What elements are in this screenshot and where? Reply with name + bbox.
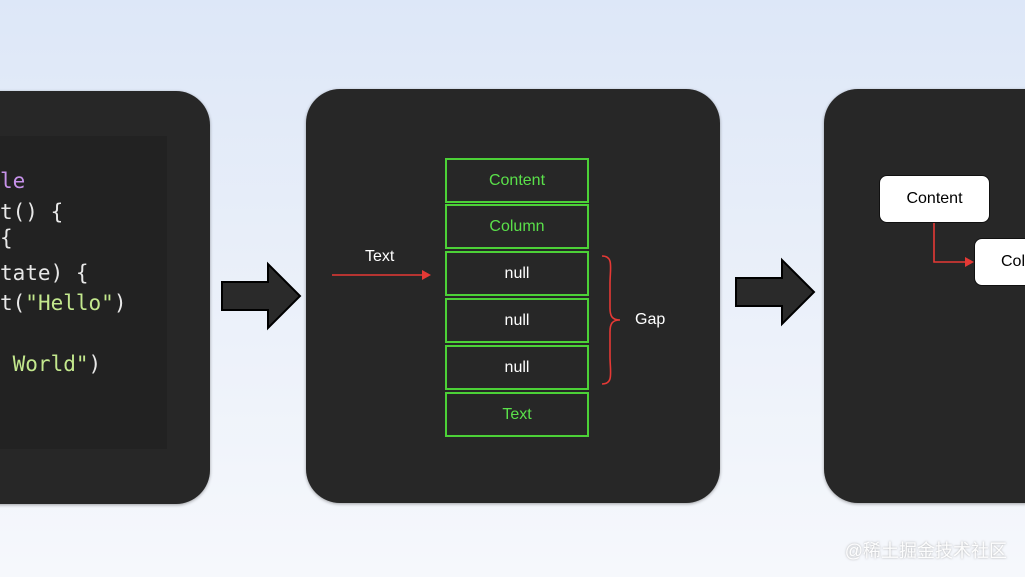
tree-node-content: Content — [879, 175, 990, 223]
stack-cell-null: null — [445, 345, 589, 390]
gap-label: Gap — [635, 311, 666, 328]
code-line-6: World") — [0, 352, 102, 376]
code-line-3: { — [0, 226, 13, 250]
code-keyword: le — [0, 169, 26, 193]
stack-cell-content: Content — [445, 158, 589, 203]
code-text: t( — [0, 291, 26, 315]
code-line-5: t("Hello") — [0, 291, 126, 315]
code-panel: le t() { { tate) { t("Hello") World") — [0, 91, 210, 504]
stack-cell-null: null — [445, 298, 589, 343]
stack-cell-column: Column — [445, 204, 589, 249]
right-arrow-icon — [221, 261, 302, 331]
right-arrow-icon — [735, 257, 816, 327]
tree-panel — [824, 89, 1025, 503]
watermark: @稀土掘金技术社区 — [844, 541, 1007, 561]
tree-node-column: Col — [974, 238, 1025, 286]
tree-connector-icon — [933, 223, 974, 267]
stack-cell-null: null — [445, 251, 589, 296]
code-text: ) — [88, 352, 102, 376]
gap-brace-icon — [601, 255, 621, 385]
code-text: ) — [113, 291, 127, 315]
code-line-2: t() { — [0, 200, 63, 224]
code-text: tate) { — [0, 261, 89, 285]
incoming-label: Text — [365, 248, 395, 265]
tree-node-label: Col — [1001, 253, 1025, 270]
tree-node-label: Content — [906, 190, 963, 207]
incoming-arrow-icon — [332, 270, 431, 280]
stack-cell-text: Text — [445, 392, 589, 437]
code-string: World" — [0, 352, 89, 376]
code-text: { — [0, 226, 13, 250]
slot-table-panel — [306, 89, 720, 503]
code-line-4: tate) { — [0, 261, 89, 285]
code-string: "Hello" — [25, 291, 114, 315]
code-text: t() { — [0, 200, 64, 224]
code-line-1: le — [0, 169, 25, 193]
code-block: le t() { { tate) { t("Hello") World") — [0, 136, 167, 449]
